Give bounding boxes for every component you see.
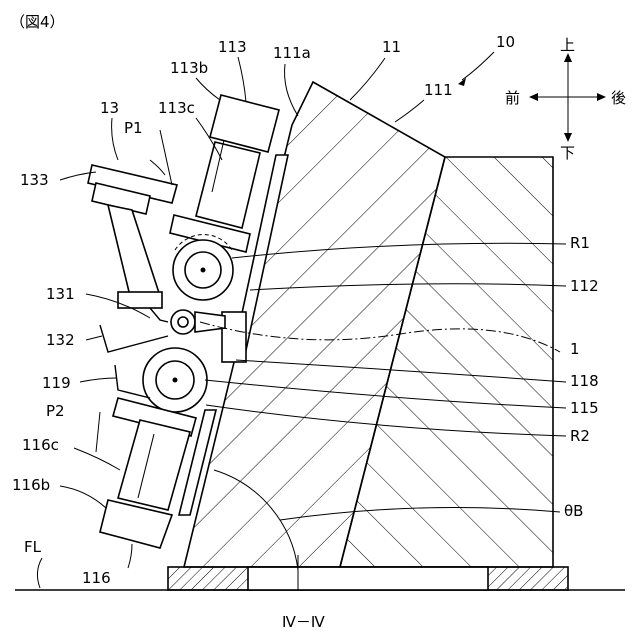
section-label: Ⅳ－Ⅳ <box>282 613 325 631</box>
leader-113 <box>238 57 246 102</box>
label-floor: FL <box>24 538 42 556</box>
label-111: 111 <box>424 81 453 99</box>
leader-113b <box>196 78 220 100</box>
label-132: 132 <box>46 331 75 349</box>
label-113: 113 <box>218 38 247 56</box>
dir-front: 前 <box>505 89 520 107</box>
label-p1: P1 <box>124 119 143 137</box>
lower-roller <box>143 348 207 412</box>
leader-119 <box>80 378 116 382</box>
leader-13 <box>112 118 118 160</box>
base-plate <box>168 567 568 590</box>
center-roller <box>171 310 225 334</box>
guide-131-tip <box>150 308 168 322</box>
label-116b: 116b <box>12 476 50 494</box>
lower-motor-unit <box>100 398 196 548</box>
label-119: 119 <box>42 374 71 392</box>
dir-up: 上 <box>560 36 575 54</box>
leader-111 <box>395 100 424 122</box>
leader-111a <box>285 64 298 116</box>
guide-132 <box>100 325 168 352</box>
leader-10 <box>462 52 494 80</box>
label-theta-b: θB <box>564 502 583 520</box>
label-131: 131 <box>46 285 75 303</box>
label-111a: 111a <box>273 44 311 62</box>
arrow-p2-line <box>96 412 100 452</box>
leader-116b <box>60 486 106 508</box>
direction-indicator: 上 下 前 後 <box>505 36 626 162</box>
label-116: 116 <box>82 569 111 587</box>
label-112: 112 <box>570 277 599 295</box>
leader-116c <box>74 448 120 470</box>
label-10: 10 <box>496 33 515 51</box>
label-113b: 113b <box>170 59 208 77</box>
label-115: 115 <box>570 399 599 417</box>
label-113c: 113c <box>158 99 195 117</box>
dir-rear: 後 <box>611 89 626 107</box>
arrow-10 <box>458 78 466 86</box>
label-13: 13 <box>100 99 119 117</box>
leader-116 <box>128 544 132 568</box>
leader-132 <box>86 336 102 340</box>
label-p2: P2 <box>46 402 65 420</box>
leader-floor <box>37 558 42 588</box>
label-1: 1 <box>570 340 580 358</box>
label-133: 133 <box>20 171 49 189</box>
leader-11 <box>350 58 385 100</box>
label-r2: R2 <box>570 427 590 445</box>
arrow-p1-line <box>160 130 172 185</box>
label-118: 118 <box>570 372 599 390</box>
label-r1: R1 <box>570 234 590 252</box>
dir-down: 下 <box>560 144 575 162</box>
label-11: 11 <box>382 38 401 56</box>
label-116c: 116c <box>22 436 59 454</box>
lower-motor-body-116c <box>118 420 190 510</box>
leader-p1 <box>150 160 165 175</box>
upper-motor-body-113c <box>196 142 260 228</box>
left-arm <box>108 205 160 296</box>
figure-label: （図4） <box>10 13 65 31</box>
